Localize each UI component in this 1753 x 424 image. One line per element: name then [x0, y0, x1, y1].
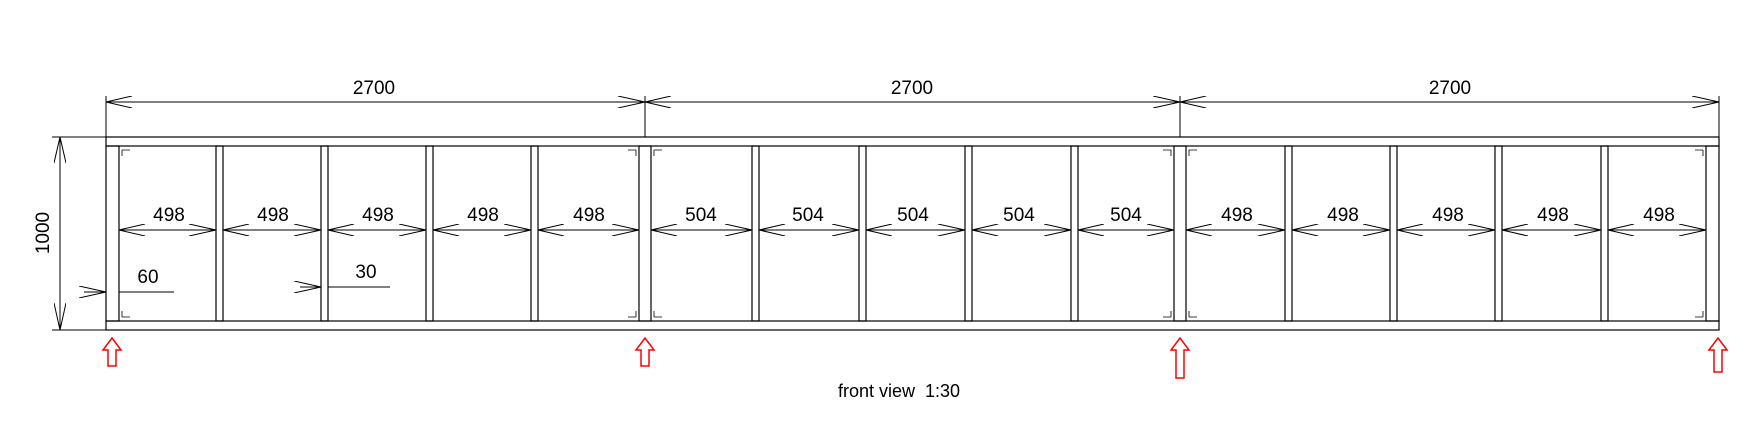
- bay-label: 504: [1110, 205, 1142, 226]
- post-width-callouts: [84, 287, 390, 292]
- inner-post: [1494, 145, 1503, 322]
- inner-post: [215, 145, 224, 322]
- inner-post: [1600, 145, 1609, 322]
- bay-label: 498: [1221, 205, 1253, 226]
- inner-post: [530, 145, 539, 322]
- support-arrow-icon: [1169, 336, 1191, 379]
- inner-post: [964, 145, 973, 322]
- bay-label: 498: [1432, 205, 1464, 226]
- bottom-chord: [105, 320, 1720, 331]
- bay-label: 504: [897, 205, 929, 226]
- bay-label: 498: [153, 205, 185, 226]
- bay-label: 498: [467, 205, 499, 226]
- module-width-label-1: 2700: [353, 78, 395, 99]
- bay-label: 498: [573, 205, 605, 226]
- inner-post: [1389, 145, 1398, 322]
- bay-label: 498: [1643, 205, 1675, 226]
- bay-label: 498: [1327, 205, 1359, 226]
- joint-post-2: [1173, 145, 1187, 322]
- end-post-width-label: 60: [137, 267, 158, 288]
- support-arrow-icon: [1707, 336, 1729, 373]
- support-arrow-icon: [101, 336, 123, 367]
- module-width-label-2: 2700: [891, 78, 933, 99]
- bay-label: 504: [792, 205, 824, 226]
- end-post-right: [1705, 145, 1720, 322]
- end-post-left: [105, 145, 120, 322]
- bay-label: 498: [257, 205, 289, 226]
- bay-labels: 498 498 498 498 498 504 504 504 504 504 …: [153, 205, 1675, 226]
- module-width-label-3: 2700: [1429, 78, 1471, 99]
- support-arrows: [101, 336, 1729, 379]
- module-dimensions: [105, 96, 1720, 137]
- height-dimension: [52, 136, 106, 331]
- inner-post: [425, 145, 434, 322]
- inner-post: [858, 145, 867, 322]
- joint-post-1: [638, 145, 652, 322]
- inner-post: [751, 145, 760, 322]
- inner-post: [1284, 145, 1293, 322]
- corner-brackets: [121, 149, 1704, 318]
- inner-posts: [215, 145, 1609, 322]
- inner-post: [1070, 145, 1079, 322]
- bay-label: 498: [362, 205, 394, 226]
- overall-height-label: 1000: [33, 212, 54, 254]
- drawing-caption: front view 1:30: [838, 381, 960, 401]
- bay-label: 504: [685, 205, 717, 226]
- bay-label: 504: [1003, 205, 1035, 226]
- inner-post-width-label: 30: [355, 262, 376, 283]
- support-arrow-icon: [634, 336, 656, 367]
- inner-post: [320, 145, 329, 322]
- truss-frame: [105, 136, 1720, 331]
- top-chord: [105, 136, 1720, 147]
- bay-label: 498: [1537, 205, 1569, 226]
